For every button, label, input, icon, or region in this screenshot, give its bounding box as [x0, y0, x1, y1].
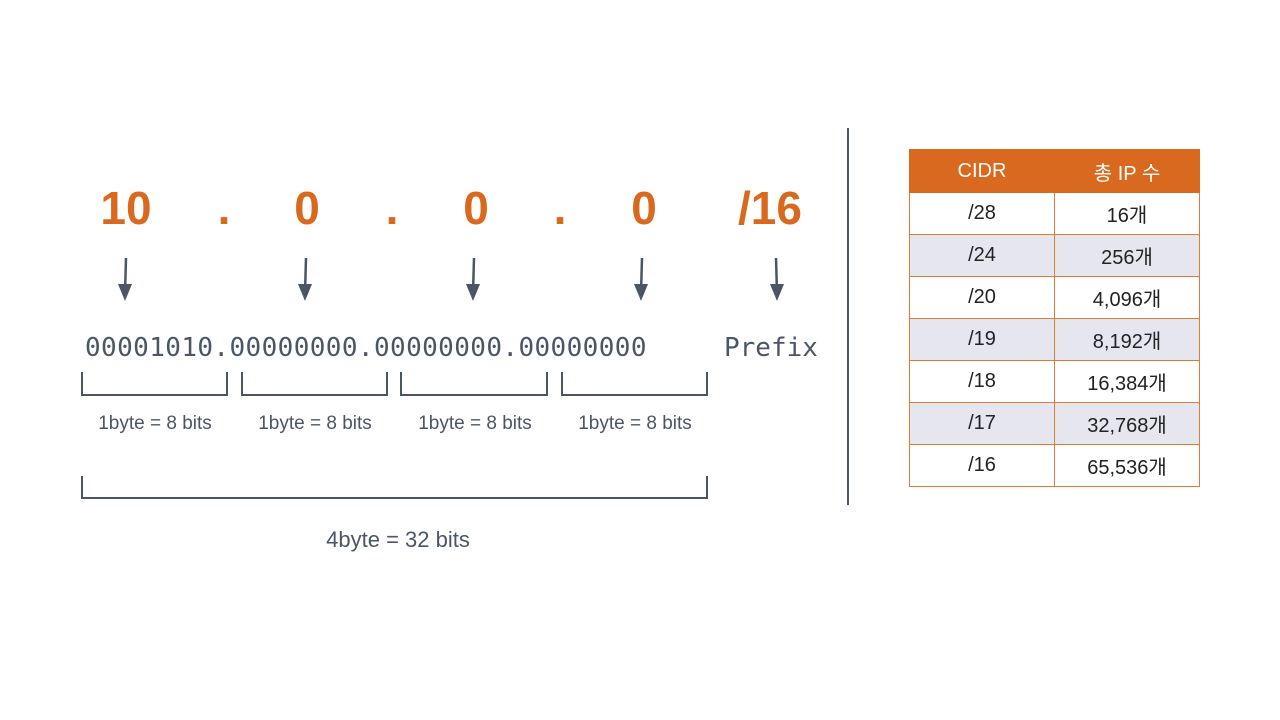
table-header-ip-count: 총 IP 수	[1054, 149, 1200, 193]
table-cell-ip-count: 16개	[1054, 192, 1200, 235]
byte-label-2: 1byte = 8 bits	[258, 413, 372, 434]
down-arrow-icon-head	[118, 284, 132, 301]
binary-address: 00001010.00000000.00000000.00000000	[85, 333, 647, 363]
byte-bracket-4	[561, 372, 708, 396]
table-row: /16 65,536개	[909, 444, 1200, 487]
octet-dot-1: .	[217, 182, 231, 234]
octet-dot-2: .	[385, 182, 399, 234]
octet-4: 0	[631, 182, 657, 234]
down-arrow-icon-head	[466, 284, 480, 301]
table-cell-cidr: /24	[909, 234, 1055, 277]
byte-bracket-1	[81, 372, 228, 396]
total-bracket	[81, 476, 708, 499]
down-arrow-icon-head	[298, 284, 312, 301]
byte-label-4: 1byte = 8 bits	[578, 413, 692, 434]
byte-brackets	[81, 372, 708, 396]
table-cell-cidr: /16	[909, 444, 1055, 487]
byte-bracket-2	[241, 372, 388, 396]
table-row: /18 16,384개	[909, 360, 1200, 403]
table-cell-ip-count: 256개	[1054, 234, 1200, 277]
total-bits-label: 4byte = 32 bits	[326, 527, 470, 552]
down-arrow-icon-head	[770, 284, 784, 301]
table-cell-ip-count: 4,096개	[1054, 276, 1200, 319]
prefix-label: Prefix	[724, 333, 818, 363]
octet-3: 0	[463, 182, 489, 234]
table-cell-ip-count: 16,384개	[1054, 360, 1200, 403]
byte-bracket-3	[400, 372, 548, 396]
table-cell-ip-count: 8,192개	[1054, 318, 1200, 361]
table-row: /20 4,096개	[909, 276, 1200, 319]
down-arrow-icon-head	[634, 284, 648, 301]
octet-dot-3: .	[553, 182, 567, 234]
octet-2: 0	[294, 182, 320, 234]
byte-label-1: 1byte = 8 bits	[98, 413, 212, 434]
table-row: /28 16개	[909, 192, 1200, 235]
byte-label-3: 1byte = 8 bits	[418, 413, 532, 434]
table-cell-cidr: /17	[909, 402, 1055, 445]
table-cell-ip-count: 65,536개	[1054, 444, 1200, 487]
table-row: /17 32,768개	[909, 402, 1200, 445]
table-cell-cidr: /20	[909, 276, 1055, 319]
table-header-cidr: CIDR	[909, 149, 1055, 193]
table-cell-cidr: /28	[909, 192, 1055, 235]
table-cell-cidr: /19	[909, 318, 1055, 361]
octet-1: 10	[100, 182, 152, 234]
table-cell-ip-count: 32,768개	[1054, 402, 1200, 445]
table-cell-cidr: /18	[909, 360, 1055, 403]
prefix-length: /16	[738, 182, 802, 234]
table-row: /19 8,192개	[909, 318, 1200, 361]
table-header-row: CIDR 총 IP 수	[909, 149, 1200, 193]
table-row: /24 256개	[909, 234, 1200, 277]
cidr-table: CIDR 총 IP 수 /28 16개 /24 256개 /20 4,096개 …	[909, 149, 1200, 487]
down-arrow-icons	[118, 257, 784, 301]
